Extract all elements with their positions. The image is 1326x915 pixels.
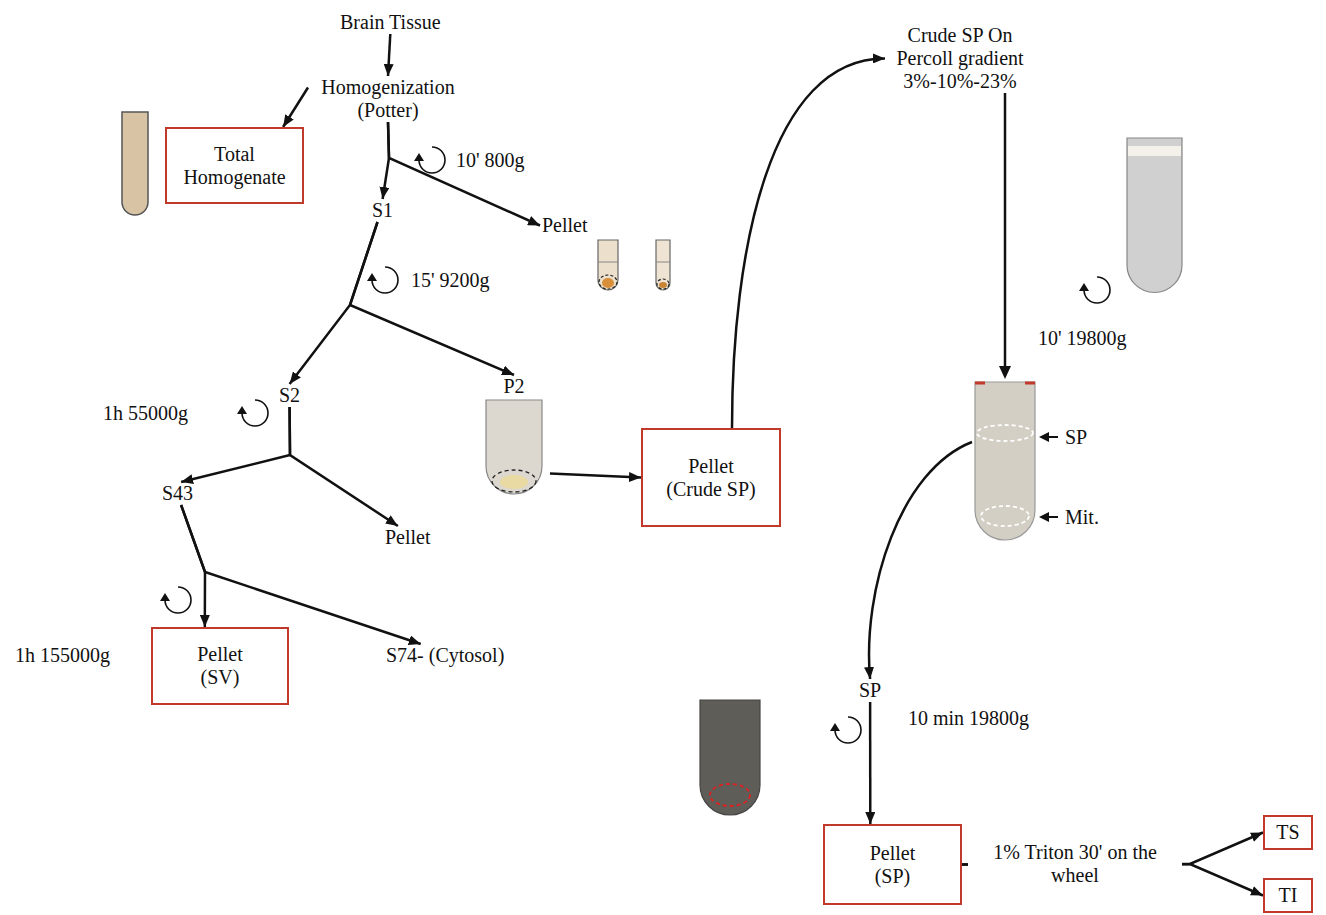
pellet-ring — [492, 470, 536, 492]
centrifugation-label: 10 min 19800g — [905, 707, 1032, 730]
pointer-head — [1039, 512, 1049, 522]
fraction-label: S2 — [277, 384, 302, 407]
node-text: S2 — [279, 384, 300, 407]
tube-illustration — [975, 382, 1035, 540]
tube-mark — [598, 262, 618, 263]
node-text: Pellet (SV) — [185, 643, 255, 689]
fraction-box: Pellet (SV) — [151, 627, 289, 705]
centrifuge-heads — [160, 153, 1089, 731]
tube-illustration — [122, 112, 148, 215]
centrifuge-head — [1079, 283, 1089, 291]
centrifugation-label: 1h 155000g — [12, 644, 113, 667]
tube-illustration — [598, 240, 618, 290]
fraction-box: Total Homogenate — [165, 127, 304, 204]
pellet-ring — [657, 279, 669, 289]
node-text: S74- (Cytosol) — [386, 644, 504, 667]
centrifuge-head — [160, 593, 170, 601]
band-ring — [981, 506, 1029, 526]
arrow-head — [999, 366, 1011, 379]
node-text: Pellet — [542, 214, 588, 237]
flow-arrow — [550, 473, 641, 477]
node-text: TI — [1279, 884, 1298, 907]
tube-mark — [656, 262, 670, 263]
band-label: SP — [1062, 426, 1090, 449]
fraction-label: Pellet — [540, 214, 590, 237]
fraction-box: Pellet (Crude SP) — [641, 428, 781, 527]
pellet-ring — [710, 784, 750, 806]
centrifugation-label: 15' 9200g — [408, 269, 493, 292]
tube-illustration — [700, 700, 760, 815]
flow-arrow — [181, 407, 290, 482]
pointer-head — [1039, 432, 1049, 442]
flow-arrow — [869, 702, 872, 824]
gradient-band — [1128, 146, 1181, 156]
centrifugation-label: 1% Triton 30' on the wheel — [968, 841, 1182, 887]
centrifuge-head — [367, 273, 377, 281]
centrifuge-head — [237, 406, 247, 414]
tube-rim — [1025, 382, 1035, 385]
fraction-box: TS — [1263, 815, 1313, 850]
node-text: Homogenization (Potter) — [308, 76, 468, 122]
tube-illustration — [656, 240, 670, 290]
node-text: P2 — [503, 375, 524, 398]
flow-arrow — [181, 505, 421, 644]
node-text: S43 — [162, 482, 193, 505]
flow-arrow — [388, 34, 390, 76]
fraction-label: SP — [857, 679, 883, 702]
flow-arrow — [388, 122, 540, 226]
tube-illustration — [1127, 138, 1182, 292]
centrifugation-label: 10' 19800g — [1035, 327, 1130, 350]
flow-arrow — [869, 93, 1005, 679]
flow-arrow — [181, 505, 205, 627]
band-label: Mit. — [1062, 506, 1102, 529]
fraction-label: Pellet — [383, 526, 433, 549]
fraction-label: S1 — [370, 199, 395, 222]
node-text: Pellet (Crude SP) — [661, 455, 761, 501]
band-ring — [977, 425, 1033, 441]
node-text: SP — [859, 679, 881, 702]
flow-arrow — [350, 222, 514, 375]
fraction-label: S74- (Cytosol) — [384, 644, 506, 667]
flow-arrow — [283, 88, 308, 128]
fraction-box: Pellet (SP) — [823, 824, 962, 905]
node-text: Pellet (SP) — [858, 842, 928, 888]
pellet — [659, 282, 667, 288]
centrifugation-label: 1h 55000g — [100, 402, 191, 425]
centrifuge-head — [830, 723, 840, 731]
flow-arrow — [290, 407, 398, 526]
node-text: TS — [1276, 821, 1299, 844]
fraction-box: TI — [1263, 878, 1313, 913]
pellet-ring — [599, 275, 617, 289]
tube-illustration — [478, 398, 550, 498]
node-text: S1 — [372, 199, 393, 222]
node-text: Pellet — [385, 526, 431, 549]
fraction-label: S43 — [160, 482, 195, 505]
pellet — [602, 278, 614, 288]
step-text: Homogenization (Potter) — [308, 76, 468, 122]
tube-rim — [975, 382, 985, 385]
flow-arrow — [732, 58, 885, 428]
centrifuge-head — [414, 153, 424, 161]
tube-outline — [486, 400, 542, 494]
pellet — [500, 475, 528, 489]
node-text: Total Homogenate — [171, 143, 298, 189]
flow-arrow — [290, 222, 378, 384]
step-text: Brain Tissue — [338, 11, 443, 34]
fraction-label: P2 — [478, 375, 550, 498]
centrifugation-label: 10' 800g — [453, 149, 528, 172]
step-text: Crude SP On Percoll gradient 3%-10%-23% — [885, 24, 1035, 93]
node-text: Brain Tissue — [340, 11, 441, 34]
node-text: Crude SP On Percoll gradient 3%-10%-23% — [885, 24, 1035, 93]
centrifuge-icons — [165, 147, 1110, 743]
